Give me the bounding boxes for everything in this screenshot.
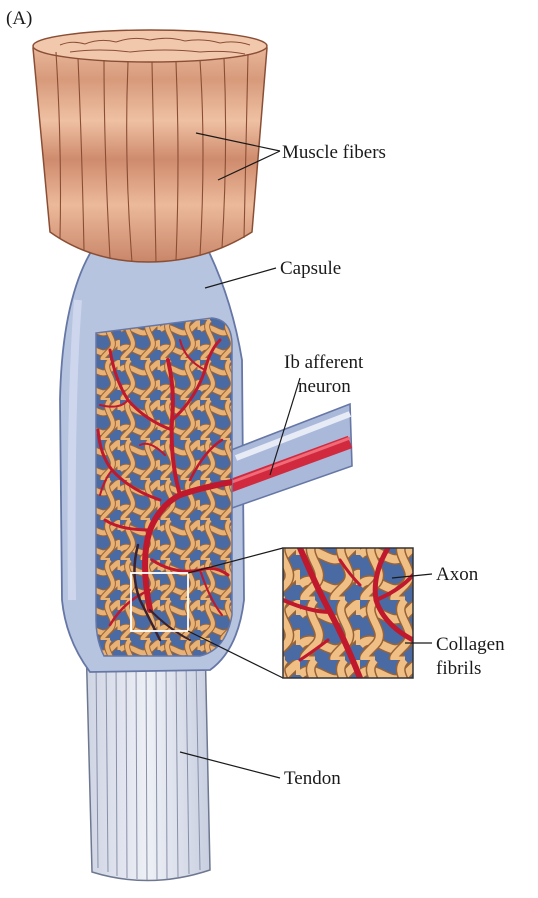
ib-afferent-nerve — [226, 404, 352, 508]
label-muscle-fibers: Muscle fibers — [282, 142, 386, 163]
label-collagen: Collagen — [436, 634, 505, 655]
label-fibrils: fibrils — [436, 658, 481, 679]
label-capsule: Capsule — [280, 258, 341, 279]
label-neuron: neuron — [298, 376, 351, 397]
label-axon: Axon — [436, 564, 479, 585]
capsule-interior — [96, 318, 232, 656]
label-ib-afferent: Ib afferent — [284, 352, 364, 373]
label-tendon: Tendon — [284, 768, 341, 789]
muscle-fibers — [33, 30, 267, 262]
panel-label: (A) — [6, 8, 32, 29]
tendon — [86, 640, 210, 881]
